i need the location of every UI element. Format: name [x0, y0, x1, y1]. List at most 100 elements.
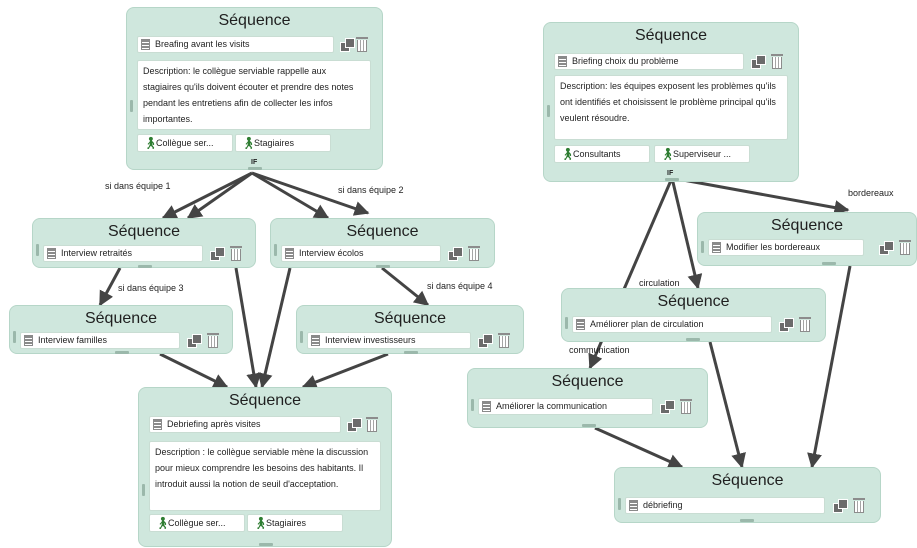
connector-handle[interactable]: [404, 351, 418, 354]
edge-n1-n3b-line[interactable]: [251, 171, 330, 220]
doc-icon: [141, 39, 150, 50]
actor-chip[interactable]: 🚶︎ Collègue ser...: [149, 514, 245, 532]
duplicate-icon[interactable]: [660, 400, 675, 414]
sequence-node[interactable]: Séquence débriefing: [614, 467, 881, 523]
sequence-node[interactable]: Séquence Breafing avant les visits Descr…: [126, 7, 383, 170]
edge-n4-n6-line[interactable]: [159, 352, 229, 389]
duplicate-icon[interactable]: [751, 55, 766, 69]
sequence-node[interactable]: Séquence Interview investisseurs: [296, 305, 524, 354]
trash-icon[interactable]: [853, 498, 865, 513]
connector-handle[interactable]: [740, 519, 754, 522]
duplicate-icon[interactable]: [879, 241, 894, 255]
person-icon: 🚶︎: [560, 147, 576, 161]
sequence-node[interactable]: Séquence Briefing choix du problème Desc…: [543, 22, 799, 182]
edge-n1-n2-line[interactable]: [161, 171, 253, 220]
drag-handle[interactable]: [701, 241, 704, 253]
description-box[interactable]: Description : le collègue serviable mène…: [149, 441, 381, 511]
drag-handle[interactable]: [618, 498, 621, 510]
sequence-name-field[interactable]: Interview familles: [20, 332, 180, 349]
sequence-name-field[interactable]: Améliorer la communication: [478, 398, 653, 415]
duplicate-icon[interactable]: [478, 334, 493, 348]
trash-icon[interactable]: [468, 246, 480, 261]
drag-handle[interactable]: [130, 100, 133, 112]
edge-n10-n11-line[interactable]: [594, 426, 684, 469]
edge-n7-n8-line[interactable]: [671, 176, 850, 215]
duplicate-icon[interactable]: [448, 247, 463, 261]
edge-n3-n5-line[interactable]: [381, 266, 430, 307]
actor-name: Collègue ser...: [156, 138, 214, 148]
sequence-node[interactable]: Séquence Améliorer plan de circulation: [561, 288, 826, 342]
edge-label: si dans équipe 4: [427, 281, 493, 291]
duplicate-icon[interactable]: [340, 38, 355, 52]
sequence-name-field[interactable]: Modifier les bordereaux: [708, 239, 864, 256]
duplicate-icon[interactable]: [210, 247, 225, 261]
trash-icon[interactable]: [771, 54, 783, 69]
doc-icon: [311, 335, 320, 346]
trash-icon[interactable]: [230, 246, 242, 261]
description-box[interactable]: Description: le collègue serviable rappe…: [137, 60, 371, 130]
connector-handle[interactable]: [665, 178, 679, 181]
connector-handle[interactable]: [376, 265, 390, 268]
sequence-node[interactable]: Séquence Interview écolos: [270, 218, 495, 268]
trash-icon[interactable]: [899, 240, 911, 255]
sequence-name-field[interactable]: Interview écolos: [281, 245, 441, 262]
doc-icon: [712, 242, 721, 253]
connector-handle[interactable]: [582, 424, 596, 427]
sequence-node[interactable]: Séquence Interview familles: [9, 305, 233, 354]
trash-icon[interactable]: [207, 333, 219, 348]
sequence-name-field[interactable]: Améliorer plan de circulation: [572, 316, 772, 333]
actor-chip[interactable]: 🚶︎ Collègue ser...: [137, 134, 233, 152]
actor-chip[interactable]: 🚶︎ Superviseur ...: [654, 145, 750, 163]
connector-handle[interactable]: [259, 543, 273, 546]
sequence-node[interactable]: Séquence Debriefing après visites Descri…: [138, 387, 392, 547]
trash-icon[interactable]: [366, 417, 378, 432]
edge-n1-n6-line[interactable]: [186, 171, 253, 220]
duplicate-icon[interactable]: [833, 499, 848, 513]
trash-icon[interactable]: [498, 333, 510, 348]
connector-handle[interactable]: [248, 167, 262, 170]
edge-n2-n6-line[interactable]: [234, 267, 262, 389]
trash-icon[interactable]: [680, 399, 692, 414]
actor-chip[interactable]: 🚶︎ Stagiaires: [247, 514, 343, 532]
sequence-node[interactable]: Séquence Améliorer la communication: [467, 368, 708, 428]
edge-n2-n4-line[interactable]: [98, 267, 122, 307]
sequence-node[interactable]: Séquence Interview retraités: [32, 218, 256, 268]
actor-name: Consultants: [573, 149, 621, 159]
edge-n5-n6-line[interactable]: [301, 352, 389, 390]
edge-n9-n11-line[interactable]: [708, 341, 746, 469]
sequence-name-field[interactable]: Breafing avant les visits: [137, 36, 334, 53]
description-box[interactable]: Description: les équipes exposent les pr…: [554, 75, 788, 140]
drag-handle[interactable]: [274, 244, 277, 256]
drag-handle[interactable]: [36, 244, 39, 256]
trash-icon[interactable]: [799, 317, 811, 332]
sequence-name-field[interactable]: Debriefing après visites: [149, 416, 341, 433]
sequence-name-field[interactable]: Interview retraités: [43, 245, 203, 262]
duplicate-icon[interactable]: [187, 334, 202, 348]
person-icon: 🚶︎: [253, 516, 269, 530]
drag-handle[interactable]: [471, 399, 474, 411]
drag-handle[interactable]: [565, 317, 568, 329]
sequence-node[interactable]: Séquence Modifier les bordereaux: [697, 212, 917, 266]
description-text: Description: le collègue serviable rappe…: [143, 66, 354, 124]
edge-n7-n9-line[interactable]: [670, 177, 703, 290]
edge-n3-n6-line[interactable]: [257, 267, 292, 389]
connector-handle[interactable]: [822, 262, 836, 265]
drag-handle[interactable]: [547, 105, 550, 117]
drag-handle[interactable]: [300, 331, 303, 343]
actor-chip[interactable]: 🚶︎ Consultants: [554, 145, 650, 163]
drag-handle[interactable]: [142, 484, 145, 496]
connector-handle[interactable]: [115, 351, 129, 354]
actor-name: Stagiaires: [254, 138, 295, 148]
actor-chip[interactable]: 🚶︎ Stagiaires: [235, 134, 331, 152]
trash-icon[interactable]: [356, 37, 368, 52]
connector-handle[interactable]: [686, 338, 700, 341]
sequence-name-field[interactable]: Briefing choix du problème: [554, 53, 744, 70]
actor-name: Collègue ser...: [168, 518, 226, 528]
duplicate-icon[interactable]: [779, 318, 794, 332]
duplicate-icon[interactable]: [347, 418, 362, 432]
sequence-name-field[interactable]: Interview investisseurs: [307, 332, 471, 349]
sequence-name-field[interactable]: débriefing: [625, 497, 825, 514]
drag-handle[interactable]: [13, 331, 16, 343]
connector-handle[interactable]: [138, 265, 152, 268]
doc-icon: [24, 335, 33, 346]
